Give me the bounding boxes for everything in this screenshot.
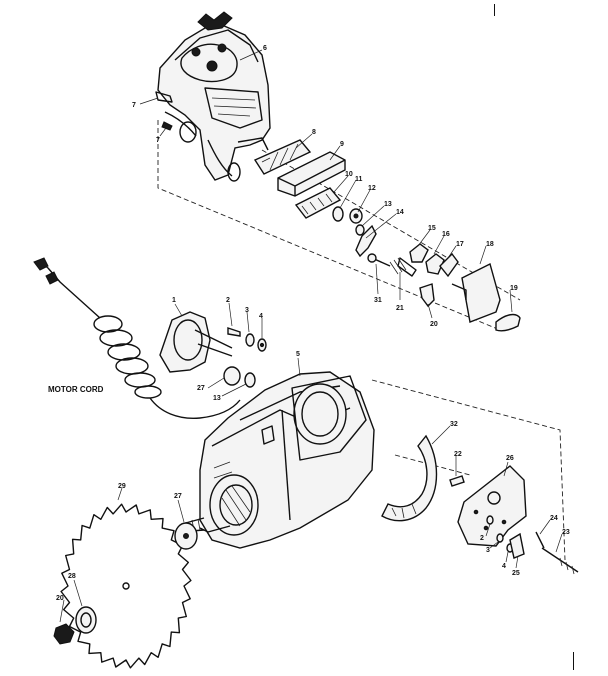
callout-1: 1 (172, 297, 176, 304)
callout-8: 8 (312, 129, 316, 136)
leader-lines (59, 49, 563, 623)
lower-hardware-parts-22-25 (449, 475, 579, 575)
callout-13-b: 13 (213, 395, 221, 402)
callout-31: 31 (374, 297, 382, 304)
callout-6: 6 (263, 45, 267, 52)
callout-20-a: 20 (430, 321, 438, 328)
callout-22: 22 (454, 451, 462, 458)
callout-17: 17 (456, 241, 464, 248)
handle-tip-part-19 (495, 313, 521, 332)
callout-3-b: 3 (486, 547, 490, 554)
blade-guard-arc-part-32 (381, 434, 438, 522)
lever-parts-15-17 (397, 243, 459, 278)
arbor-nut-part-30 (53, 623, 75, 645)
motor-cord-label: MOTOR CORD (48, 385, 104, 394)
callout-21: 21 (396, 305, 404, 312)
cover-plate-part-18 (451, 262, 501, 323)
callout-3: 3 (245, 307, 249, 314)
callout-23: 23 (562, 529, 570, 536)
saw-blade-part-29 (60, 503, 192, 669)
callout-28: 28 (68, 573, 76, 580)
edge-tick-top (494, 4, 495, 16)
screw-part-7 (155, 91, 173, 131)
callout-26: 26 (506, 455, 514, 462)
callout-18: 18 (486, 241, 494, 248)
callout-15: 15 (428, 225, 436, 232)
callout-9: 9 (340, 141, 344, 148)
callout-13-a: 13 (384, 201, 392, 208)
callout-10: 10 (345, 171, 353, 178)
callout-4: 4 (259, 313, 263, 320)
callout-29: 29 (118, 483, 126, 490)
callout-2-b: 2 (480, 535, 484, 542)
guide-block-part-9 (277, 151, 346, 197)
motor-housing-part-5 (177, 371, 375, 549)
washers-parts-11-14 (332, 206, 377, 258)
callout-12: 12 (368, 185, 376, 192)
callout-14: 14 (396, 209, 404, 216)
blade-collar-part-28 (75, 522, 198, 634)
bolt-washers-parts-2-4 (227, 327, 267, 352)
callout-2: 2 (226, 297, 230, 304)
callout-labels: 6 7 7 8 9 10 11 12 13 14 15 16 17 18 19 … (48, 45, 570, 602)
spring-part-10 (294, 187, 342, 219)
yoke-assembly-part-6 (157, 11, 271, 182)
hardware-parts-20-21-31 (367, 253, 435, 308)
callout-4-b: 4 (502, 563, 506, 570)
callout-27-b: 27 (174, 493, 182, 500)
callout-11: 11 (355, 176, 363, 183)
callout-27-a: 27 (197, 385, 205, 392)
callout-20-b: 20 (56, 595, 64, 602)
nut-washer-parts-27-13 (223, 366, 256, 388)
callout-16: 16 (442, 231, 450, 238)
callout-7-a: 7 (132, 102, 136, 109)
mounting-plate-part-26 (457, 465, 527, 547)
callout-19: 19 (510, 285, 518, 292)
motor-cord (33, 257, 241, 419)
callout-25: 25 (512, 570, 520, 577)
roller-part-8 (253, 139, 312, 175)
callout-24: 24 (550, 515, 558, 522)
callout-7-b: 7 (156, 137, 160, 144)
motor-bracket-part-1 (159, 311, 233, 373)
callout-32: 32 (450, 421, 458, 428)
callout-5: 5 (296, 351, 300, 358)
edge-tick-bottom (573, 652, 574, 670)
